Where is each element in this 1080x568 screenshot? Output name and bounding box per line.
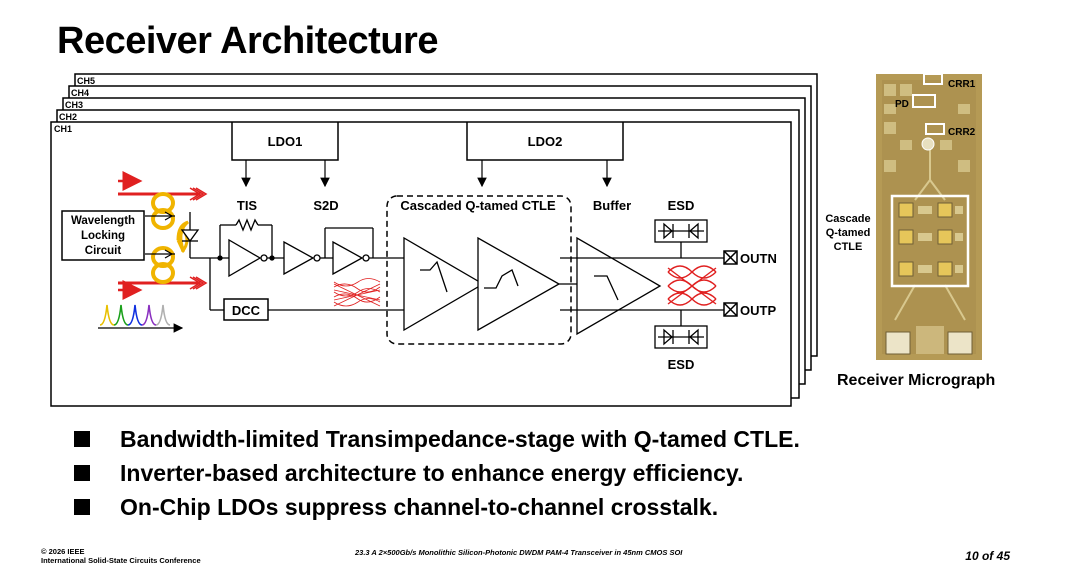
wlc-line3: Circuit: [85, 245, 122, 257]
ctle-amplifiers: [403, 236, 577, 332]
cascade-line3: CTLE: [833, 241, 863, 253]
bullet-square-icon: [74, 431, 90, 447]
channel-label-ch2: CH2: [59, 112, 77, 122]
footer-page-number: 10 of 45: [965, 549, 1010, 563]
s2d-label: S2D: [313, 198, 338, 213]
ldo2-box: [466, 122, 624, 161]
cascade-line1: Cascade: [825, 213, 871, 225]
eye-diagram-output: [667, 265, 717, 306]
bullet-item: Bandwidth-limited Transimpedance-stage w…: [70, 422, 800, 456]
dcc-label: DCC: [232, 303, 261, 318]
outn-label: OUTN: [740, 251, 777, 266]
bullet-list: Bandwidth-limited Transimpedance-stage w…: [70, 422, 800, 524]
footer-copyright: © 2026 IEEE: [41, 547, 85, 556]
channel-label-ch5: CH5: [77, 76, 95, 86]
optical-front-end: [98, 171, 208, 333]
micrograph-cascade-label: Cascade Q-tamed CTLE: [808, 212, 888, 254]
cascade-line2: Q-tamed: [825, 227, 871, 239]
micrograph-label-crr1: CRR1: [948, 79, 976, 90]
ctle-label: Cascaded Q-tamed CTLE: [400, 198, 556, 213]
bullet-item: Inverter-based architecture to enhance e…: [70, 456, 800, 490]
tis-label: TIS: [237, 198, 258, 213]
ldo1-box: [231, 122, 339, 161]
ldo1-label: LDO1: [268, 134, 303, 149]
page-title: Receiver Architecture: [57, 20, 438, 62]
micrograph-label-pd: PD: [895, 99, 909, 110]
tis-stage: [210, 218, 284, 278]
receiver-micrograph: CRR1 PD CRR2: [876, 73, 982, 360]
channel-label-ch4: CH4: [71, 88, 89, 98]
wlc-line1: Wavelength: [71, 215, 135, 227]
s2d-stage: [283, 227, 404, 276]
esd-bottom-label: ESD: [668, 357, 695, 372]
footer-conference: International Solid-State Circuits Confe…: [41, 556, 201, 565]
buffer-label: Buffer: [593, 198, 631, 213]
wlc-line2: Locking: [81, 230, 125, 242]
bullet-text: On-Chip LDOs suppress channel-to-channel…: [120, 493, 719, 520]
ctle-dashed-box: [386, 195, 572, 345]
bullet-text: Inverter-based architecture to enhance e…: [120, 459, 744, 486]
outp-label: OUTP: [740, 303, 776, 318]
bullet-text: Bandwidth-limited Transimpedance-stage w…: [120, 425, 800, 452]
footer-left: © 2026 IEEE International Solid-State Ci…: [41, 547, 201, 565]
bullet-item: On-Chip LDOs suppress channel-to-channel…: [70, 490, 800, 524]
eye-diagram-s2d: [333, 278, 381, 307]
ldo2-label: LDO2: [528, 134, 563, 149]
micrograph-label-crr2: CRR2: [948, 127, 976, 138]
photodiode-icon: [180, 212, 211, 310]
channel-label-ch3: CH3: [65, 100, 83, 110]
esd-bottom: [654, 325, 708, 349]
micrograph-caption: Receiver Micrograph: [837, 372, 996, 389]
bullet-square-icon: [74, 499, 90, 515]
wavelength-locking-box: [61, 210, 145, 261]
channel-label-ch1: CH1: [54, 124, 72, 134]
footer-paper-title: 23.3 A 2×500Gb/s Monolithic Silicon-Phot…: [355, 548, 683, 557]
esd-top-label: ESD: [668, 198, 695, 213]
bullet-square-icon: [74, 465, 90, 481]
esd-top: [654, 219, 708, 243]
